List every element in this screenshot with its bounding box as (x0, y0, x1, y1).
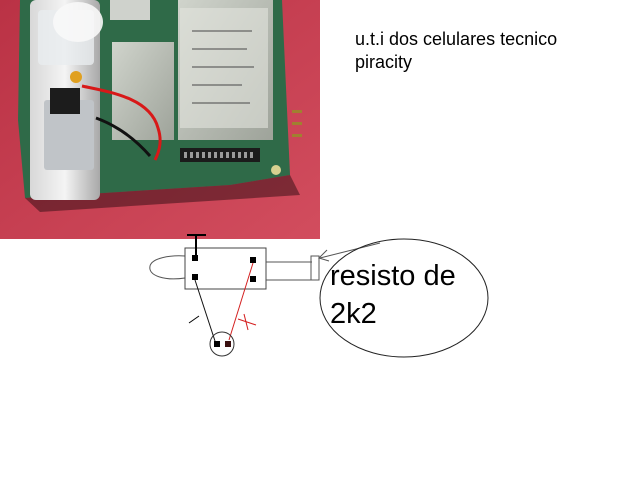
contact-left (214, 341, 220, 347)
pin-bottom-right (250, 276, 256, 282)
red-wire (228, 262, 254, 341)
cable-loop (149, 255, 186, 280)
caption-line-1: u.t.i dos celulares tecnico (355, 29, 558, 49)
bubble-text-line-1: resisto de (330, 260, 456, 292)
pin-bottom-left (192, 274, 198, 280)
connector-box (184, 247, 267, 290)
contact-right (225, 341, 231, 347)
pointer-line (319, 242, 381, 259)
contact-circle (209, 331, 235, 357)
black-wire (194, 279, 216, 342)
black-wire-mark (188, 315, 200, 324)
circuit-board-photo (0, 0, 320, 239)
bubble-text-line-2: 2k2 (330, 298, 377, 330)
red-wire-mark-a (237, 318, 257, 326)
pin-top-left (192, 255, 198, 261)
resistor-plug (310, 255, 320, 281)
red-wire-mark-b (243, 313, 249, 331)
resistor-bubble (319, 238, 489, 358)
pointer-arrowhead (318, 249, 330, 262)
pin-top-right (250, 257, 256, 263)
caption-line-2: piracity (355, 52, 413, 72)
